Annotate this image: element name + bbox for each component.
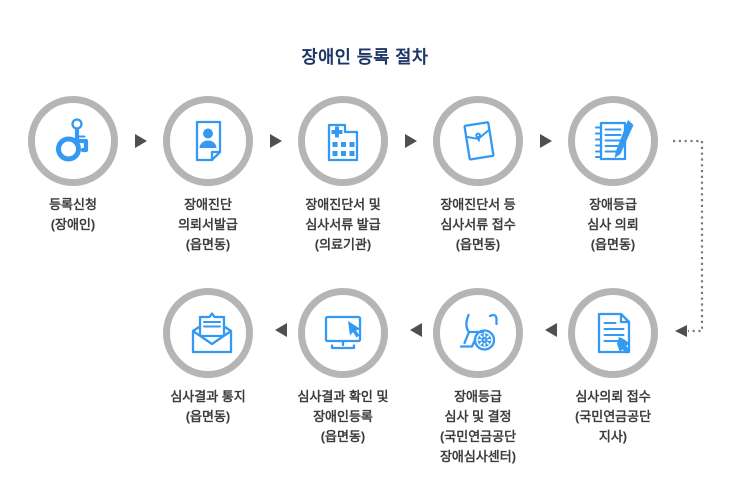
flow-step: 장애진단서 등 심사서류 접수 (읍면동) [412,96,544,255]
step-circle [163,288,253,378]
wheelchair-user-icon [56,118,89,162]
step-circle [568,288,658,378]
flow-step: 장애진단서 및 심사서류 발급 (의료기관) [277,96,409,255]
arrow-left-icon [545,323,557,337]
open-envelope-icon [191,312,233,354]
step-circle [433,96,523,186]
flow-step: 심사의뢰 접수 (국민연금공단 지사) [547,288,679,447]
flow-step: 장애등급 심사 및 결정 (국민연금공단 장애심사센터) [412,288,544,467]
arrow-right-icon [135,134,147,148]
flow-step: 장애등급 심사 의뢰 (읍면동) [547,96,679,255]
step-label: 심사의뢰 접수 (국민연금공단 지사) [574,389,652,444]
step-circle [163,96,253,186]
notebook-pen-icon [595,120,634,161]
sealed-envelope-icon [463,121,495,161]
person-document-icon [195,120,222,162]
arrow-left-icon [410,323,422,337]
arrow-right-icon [270,134,282,148]
step-label: 장애진단 의뢰서발급 (읍면동) [178,197,238,252]
step-circle [28,96,118,186]
flow-step: 심사결과 확인 및 장애인등록 (읍면동) [277,288,409,447]
step-circle [568,96,658,186]
step-circle [433,288,523,378]
page-title: 장애인 등록 절차 [301,47,429,67]
flow-step: 장애진단 의뢰서발급 (읍면동) [142,96,274,255]
step-label: 심사결과 통지 (읍면동) [170,389,246,424]
arrow-left-icon [275,323,287,337]
step-label: 장애진단서 및 심사서류 발급 (의료기관) [305,197,381,252]
flow-step: 등록신청 (장애인) [7,96,139,235]
step-label: 장애진단서 등 심사서류 접수 (읍면동) [440,197,516,252]
monitor-cursor-icon [324,315,362,350]
arrow-right-icon [540,134,552,148]
step-circle [298,288,388,378]
dotted-connector-arrow [673,139,704,337]
flow-step: 심사결과 통지 (읍면동) [142,288,274,427]
step-label: 장애등급 심사 및 결정 (국민연금공단 장애심사센터) [439,389,517,464]
wheelchair-icon [459,313,498,351]
step-label: 등록신청 (장애인) [49,197,97,232]
document-hand-icon [597,312,631,354]
step-label: 장애등급 심사 의뢰 (읍면동) [587,197,639,252]
arrow-right-icon [405,134,417,148]
step-label: 심사결과 확인 및 장애인등록 (읍면동) [297,389,389,444]
step-circle [298,96,388,186]
hospital-icon [327,123,359,162]
